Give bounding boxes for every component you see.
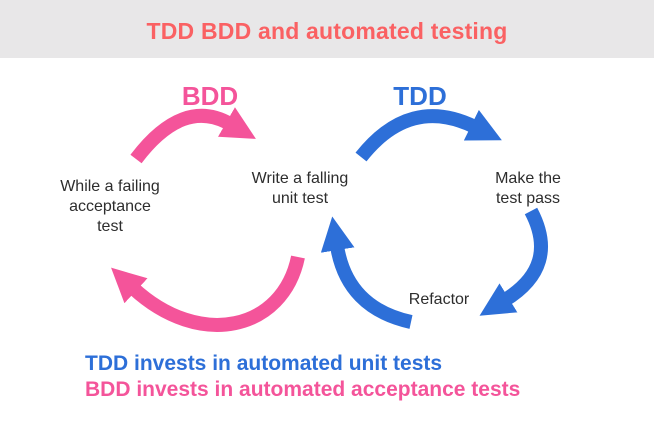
bdd-forward-arrow-icon (130, 107, 256, 164)
tdd-summary-line: TDD invests in automated unit tests (85, 352, 443, 375)
bdd-summary-line: BDD invests in automated acceptance test… (85, 378, 521, 401)
tdd-down-arrow-icon (479, 207, 548, 316)
summary-text-block: TDD invests in automated unit tests BDD … (85, 351, 520, 403)
bdd-return-arrow-icon (111, 255, 305, 332)
title-bar: TDD BDD and automated testing (0, 0, 654, 58)
bdd-cycle-label: BDD (181, 81, 239, 111)
node-make-test-pass: Make the test pass (495, 170, 561, 207)
node-refactor: Refactor (408, 291, 470, 308)
tdd-return-arrow-icon (320, 216, 413, 329)
tdd-cycle-label: TDD (393, 81, 447, 111)
tdd-forward-arrow-icon (355, 109, 502, 162)
node-write-failing-unit-test: Write a falling unit test (251, 170, 349, 207)
page-title: TDD BDD and automated testing (146, 17, 508, 44)
node-while-failing-acceptance-test: While a failing acceptance test (60, 178, 160, 235)
